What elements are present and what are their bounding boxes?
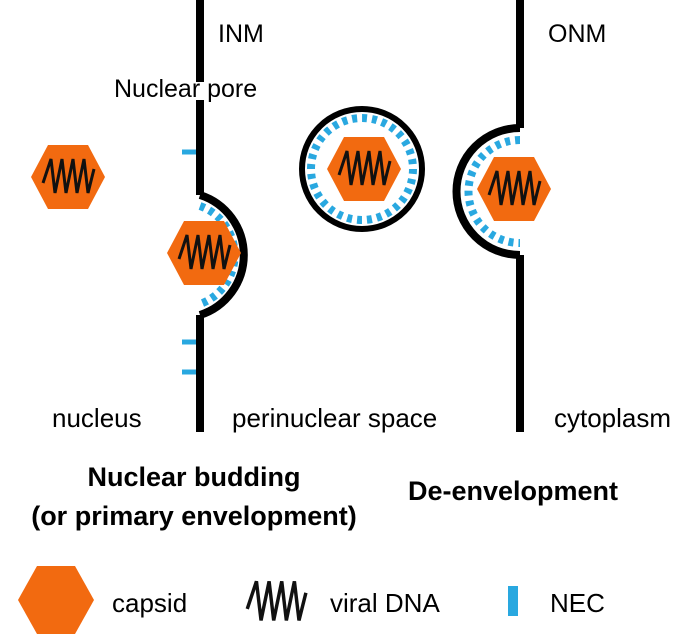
outer-nuclear-membrane	[452, 0, 524, 432]
primary-envelopment-heading: (or primary envelopment)	[31, 501, 357, 531]
enveloped-virion	[299, 106, 425, 232]
nec-legend-icon	[508, 586, 518, 616]
capsid-legend-icon	[18, 566, 94, 634]
de-envelopment-heading: De-envelopment	[408, 476, 618, 506]
inm-label: INM	[218, 20, 264, 48]
capsid-perinuclear	[327, 137, 401, 201]
viral-dna-legend-icon	[245, 579, 308, 623]
perinuclear-space-label: perinuclear space	[232, 403, 437, 433]
nuclear-budding-heading: Nuclear budding	[87, 462, 300, 492]
nuclear-pore-label: Nuclear pore	[114, 75, 257, 103]
onm-label: ONM	[548, 20, 606, 48]
capsid-legend-label: capsid	[112, 588, 187, 618]
nec-membrane-marks	[182, 149, 196, 375]
nec-legend-label: NEC	[550, 588, 605, 618]
capsid-deenvelopment	[477, 157, 551, 221]
viral-dna-legend-label: viral DNA	[330, 588, 440, 618]
nucleus-label: nucleus	[52, 403, 142, 433]
cytoplasm-label: cytoplasm	[554, 403, 671, 433]
nec-onm-layer	[464, 136, 521, 247]
inner-nuclear-membrane	[196, 0, 248, 432]
capsid-nucleus	[31, 145, 105, 209]
legend: capsid viral DNA NEC	[18, 566, 605, 634]
